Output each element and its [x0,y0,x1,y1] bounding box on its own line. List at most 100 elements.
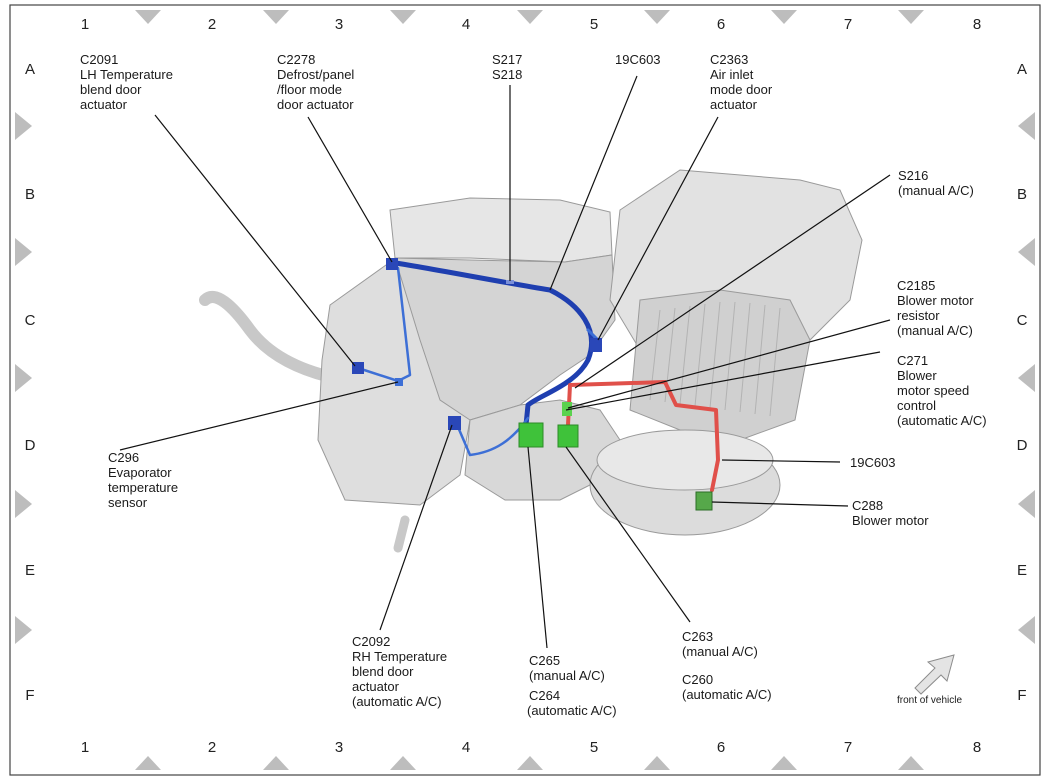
callout-text: S216 [898,168,928,183]
callout-text: RH Temperature [352,649,447,664]
grid-row-label: C [25,312,36,329]
connector-c288 [695,491,713,511]
grid-col-label: 1 [81,16,89,33]
callout-c2092: C2092 RH Temperature blend door actuator… [352,634,447,709]
grid-col-label: 8 [973,739,981,756]
callout-text: Blower motor [897,293,974,308]
grid-col-label: 2 [208,739,216,756]
callout-text: actuator [710,97,758,112]
grid-row-labels-left: A B C D E F [25,61,36,704]
connector-c2363 [590,338,602,352]
callout-c260: C260 (automatic A/C) [682,672,772,702]
callout-c2185: C2185 Blower motor resistor (manual A/C) [897,278,974,338]
drain-tube [393,515,410,553]
grid-col-label: 4 [462,16,470,33]
grid-row-label: E [1017,562,1027,579]
leader-lines [119,75,891,649]
callout-s217-s218: S217 S218 [492,52,522,82]
grid-col-label: 1 [81,739,89,756]
callout-s216: S216 (manual A/C) [898,168,974,198]
grid-column-labels-bottom: 1 2 3 4 5 6 7 8 [81,739,981,756]
callout-text: (automatic A/C) [897,413,987,428]
callout-text: sensor [108,495,148,510]
leader-19c603-right [721,459,841,463]
grid-row-label: A [25,61,35,78]
callout-text: resistor [897,308,940,323]
callout-text: C265 [529,653,560,668]
grid-row-label: B [1017,186,1027,203]
leader-c2363 [597,116,719,341]
front-of-vehicle-indicator: front of vehicle [897,654,962,706]
callout-text: LH Temperature [80,67,173,82]
callout-text: C260 [682,672,713,687]
callout-text: S217 [492,52,522,67]
housing-right-grille [629,289,811,441]
connector-c2278 [386,258,398,270]
grid-row-label: F [25,687,34,704]
callout-text: mode door [710,82,773,97]
callout-c296: C296 Evaporator temperature sensor [108,450,178,510]
leader-c271 [565,351,881,411]
callout-text: actuator [80,97,128,112]
callout-text: (manual A/C) [898,183,974,198]
front-arrow-icon [914,654,955,695]
callout-text: C288 [852,498,883,513]
leader-c2185 [567,319,891,409]
callout-text: 19C603 [850,455,896,470]
grid-col-label: 7 [844,16,852,33]
grid-column-labels-top: 1 2 3 4 5 6 7 8 [81,16,981,33]
leader-c2091 [154,114,356,367]
harness-branch-left [356,266,412,383]
callout-text: door actuator [277,97,354,112]
grid-col-label: 3 [335,16,343,33]
callout-c2091: C2091 LH Temperature blend door actuator [80,52,173,112]
grid-row-label: F [1017,687,1026,704]
leader-c263 [565,446,691,623]
grid-markers [15,10,1035,770]
callout-text: C296 [108,450,139,465]
grid-row-label: C [1017,312,1028,329]
grid-col-label: 4 [462,739,470,756]
evaporator-pipe [199,290,341,384]
leader-s216 [574,174,891,389]
connector-c265-c264 [518,422,544,448]
connectors [352,258,713,511]
callout-text: Air inlet [710,67,754,82]
callout-text: C263 [682,629,713,644]
grid-row-label: A [1017,61,1027,78]
connector-c263-c260 [557,424,579,448]
callout-text: motor speed [897,383,969,398]
splice-s217-s218 [506,280,514,284]
callout-text: C264 [529,688,560,703]
callout-text: Evaporator [108,465,172,480]
callout-text: (automatic A/C) [682,687,772,702]
callout-text: /floor mode [277,82,342,97]
callout-text: C2185 [897,278,935,293]
callout-text: C2363 [710,52,748,67]
grid-col-label: 5 [590,16,598,33]
grid-row-label: E [25,562,35,579]
grid-col-label: 6 [717,16,725,33]
callout-c2278: C2278 Defrost/panel /floor mode door act… [277,52,354,112]
harness-main-blue [387,259,595,428]
grid-col-label: 2 [208,16,216,33]
connector-c296 [395,378,403,386]
housing-top-box [389,197,613,263]
connector-c2092 [448,416,461,430]
callout-c288: C288 Blower motor [852,498,929,528]
harness-red [566,380,720,492]
grid-col-label: 7 [844,739,852,756]
callout-c264: C264 (automatic A/C) [527,688,617,718]
callout-c265: C265 (manual A/C) [529,653,605,683]
grid-row-label: D [1017,437,1028,454]
leader-c2092 [379,424,453,631]
callout-text: (manual A/C) [682,644,758,659]
callout-c271: C271 Blower motor speed control (automat… [897,353,987,428]
leader-19c603-top [549,75,638,291]
grid-col-label: 5 [590,739,598,756]
callout-text: C2091 [80,52,118,67]
callout-text: blend door [80,82,142,97]
callout-19c603-right: 19C603 [850,455,896,470]
leader-c296 [119,381,399,451]
leader-c288 [711,501,849,507]
